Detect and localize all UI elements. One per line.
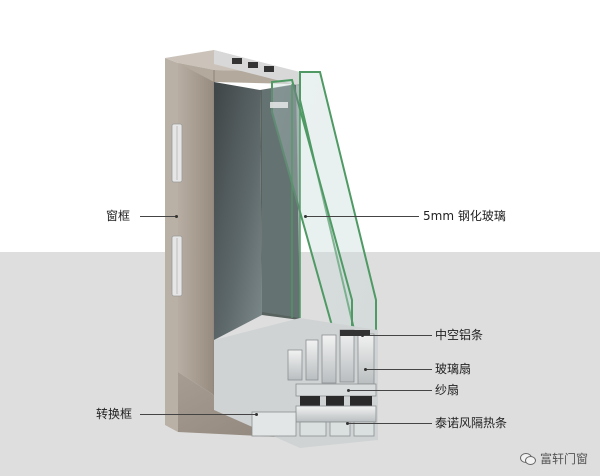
leader-spacer-bar — [362, 335, 432, 336]
hinge-bottom — [171, 235, 183, 297]
label-spacer-bar: 中空铝条 — [435, 328, 484, 342]
label-window-frame: 窗框 — [106, 209, 131, 223]
leader-dot — [255, 413, 258, 416]
watermark: 富轩门窗 — [519, 450, 588, 467]
leader-glass-sash — [365, 369, 432, 370]
leader-screen-sash — [348, 390, 432, 391]
tempered-glass-panes — [262, 71, 377, 341]
leader-tempered-glass — [305, 216, 419, 217]
leader-dot — [361, 334, 364, 337]
screen-mesh-area — [214, 82, 262, 340]
label-thermal-break: 泰诺风隔热条 — [435, 416, 508, 430]
label-tempered-glass: 5mm 钢化玻璃 — [423, 209, 506, 223]
leader-window-frame — [140, 216, 176, 217]
label-glass-sash: 玻璃扇 — [435, 362, 472, 376]
leader-dot — [175, 215, 178, 218]
top-profile-section — [214, 50, 300, 86]
label-screen-sash: 纱扇 — [435, 383, 460, 397]
wechat-icon — [519, 452, 536, 465]
leader-dot — [346, 422, 349, 425]
hinge-top — [171, 123, 183, 183]
leader-thermal-break — [347, 423, 432, 424]
leader-dot — [364, 368, 367, 371]
leader-dot — [347, 389, 350, 392]
leader-conversion-frame — [140, 414, 256, 415]
watermark-text: 富轩门窗 — [539, 452, 588, 466]
leader-dot — [304, 215, 307, 218]
label-conversion-frame: 转换框 — [96, 407, 133, 421]
